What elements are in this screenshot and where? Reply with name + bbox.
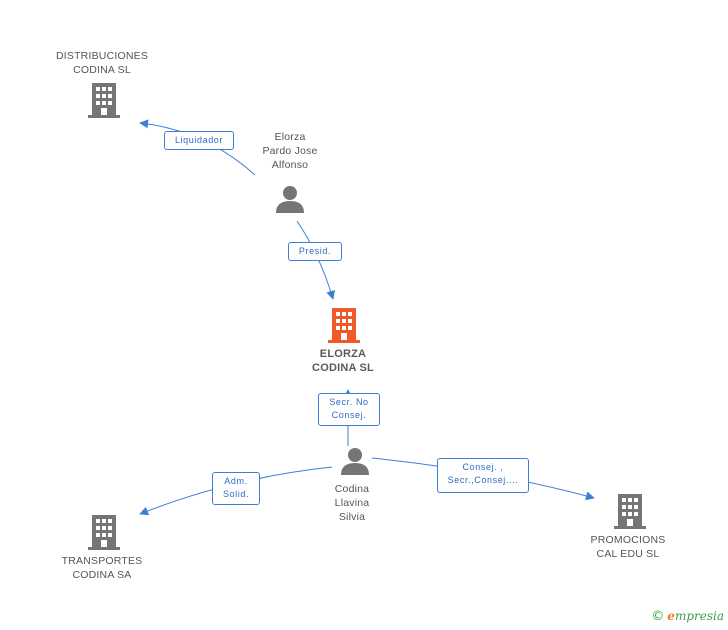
building-icon[interactable] (88, 83, 120, 118)
node-label-main-company[interactable]: ELORZA CODINA SL (312, 348, 374, 374)
edge-label-consej[interactable]: Consej. , Secr.,Consej.... (437, 458, 529, 493)
node-label-distribuciones[interactable]: DISTRIBUCIONES CODINA SL (55, 50, 149, 76)
node-label-elorza-person[interactable]: Elorza Pardo Jose Alfonso (262, 131, 318, 171)
node-label-promocions[interactable]: PROMOCIONS CAL EDU SL (590, 534, 666, 560)
node-label-transportes[interactable]: TRANSPORTES CODINA SA (61, 555, 143, 581)
edge-label-secr-no-consej[interactable]: Secr. No Consej. (318, 393, 380, 426)
edge-label-presid[interactable]: Presid. (288, 242, 342, 261)
empresia-logo: ©empresia (651, 609, 724, 624)
building-icon[interactable] (88, 515, 120, 550)
edge-label-adm-solid[interactable]: Adm. Solid. (212, 472, 260, 505)
copyright-symbol: © (651, 609, 665, 624)
node-label-codina-person[interactable]: Codina Llavina Silvia (334, 483, 370, 523)
brand-initial: e (667, 609, 675, 623)
building-icon[interactable] (328, 308, 360, 343)
brand-name: mpresia (674, 609, 724, 623)
building-icon[interactable] (614, 494, 646, 529)
edge-label-liquidador[interactable]: Liquidador (164, 131, 234, 150)
person-icon[interactable] (276, 185, 304, 213)
person-icon[interactable] (341, 447, 369, 475)
